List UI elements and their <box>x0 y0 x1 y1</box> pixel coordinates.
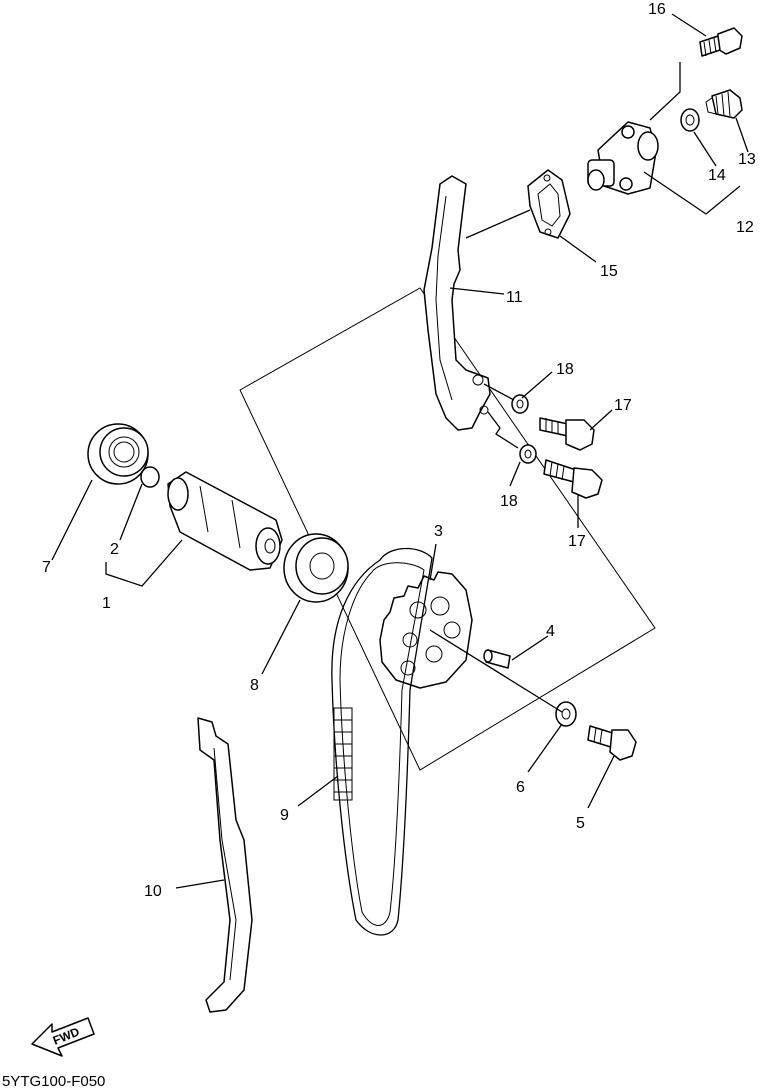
bolt-17a <box>539 417 595 451</box>
callout-3: 3 <box>434 523 443 540</box>
callout-14: 14 <box>708 167 726 184</box>
callout-17a: 17 <box>614 397 632 414</box>
forward-arrow-icon: FWD <box>31 1017 95 1057</box>
callout-15: 15 <box>600 263 618 280</box>
callout-11: 11 <box>506 289 523 306</box>
bolt-5 <box>587 725 637 761</box>
tensioner-assembly <box>587 121 659 195</box>
callout-12: 12 <box>736 219 754 236</box>
callout-6: 6 <box>516 779 525 796</box>
chain-links <box>333 707 353 801</box>
callout-7: 7 <box>42 559 51 576</box>
callout-10: 10 <box>144 883 162 900</box>
dowel-pin-4 <box>483 649 511 669</box>
cam-chain-9 <box>331 547 433 936</box>
bearing-7 <box>87 423 149 485</box>
washer-18b <box>519 444 537 464</box>
bearing-8 <box>283 533 349 603</box>
gasket-15 <box>527 169 571 239</box>
callout-13: 13 <box>738 151 756 168</box>
circlip-2 <box>140 466 160 488</box>
callout-8: 8 <box>250 677 259 694</box>
sprocket-3 <box>379 571 473 689</box>
bolt-17b <box>543 459 603 499</box>
callout-5: 5 <box>576 815 585 832</box>
callout-2: 2 <box>110 541 119 558</box>
chain-guide-10 <box>197 717 253 1013</box>
callout-1: 1 <box>102 595 111 612</box>
callout-9: 9 <box>280 807 289 824</box>
gasket-14 <box>680 108 700 132</box>
washer-18a <box>511 394 529 414</box>
bolt-16 <box>699 27 743 57</box>
bolt-13 <box>705 89 743 119</box>
callout-18b: 18 <box>500 493 518 510</box>
drawing-code: 5YTG100-F050 <box>2 1073 105 1089</box>
assembly-outline <box>239 287 656 771</box>
leader-lines <box>51 13 749 889</box>
callout-17b: 17 <box>568 533 586 550</box>
washer-6 <box>555 701 577 727</box>
callout-16: 16 <box>648 1 666 18</box>
chain-guide-11 <box>423 175 491 431</box>
callout-4: 4 <box>546 623 555 640</box>
callout-18a: 18 <box>556 361 574 378</box>
camshaft-1 <box>167 471 283 571</box>
